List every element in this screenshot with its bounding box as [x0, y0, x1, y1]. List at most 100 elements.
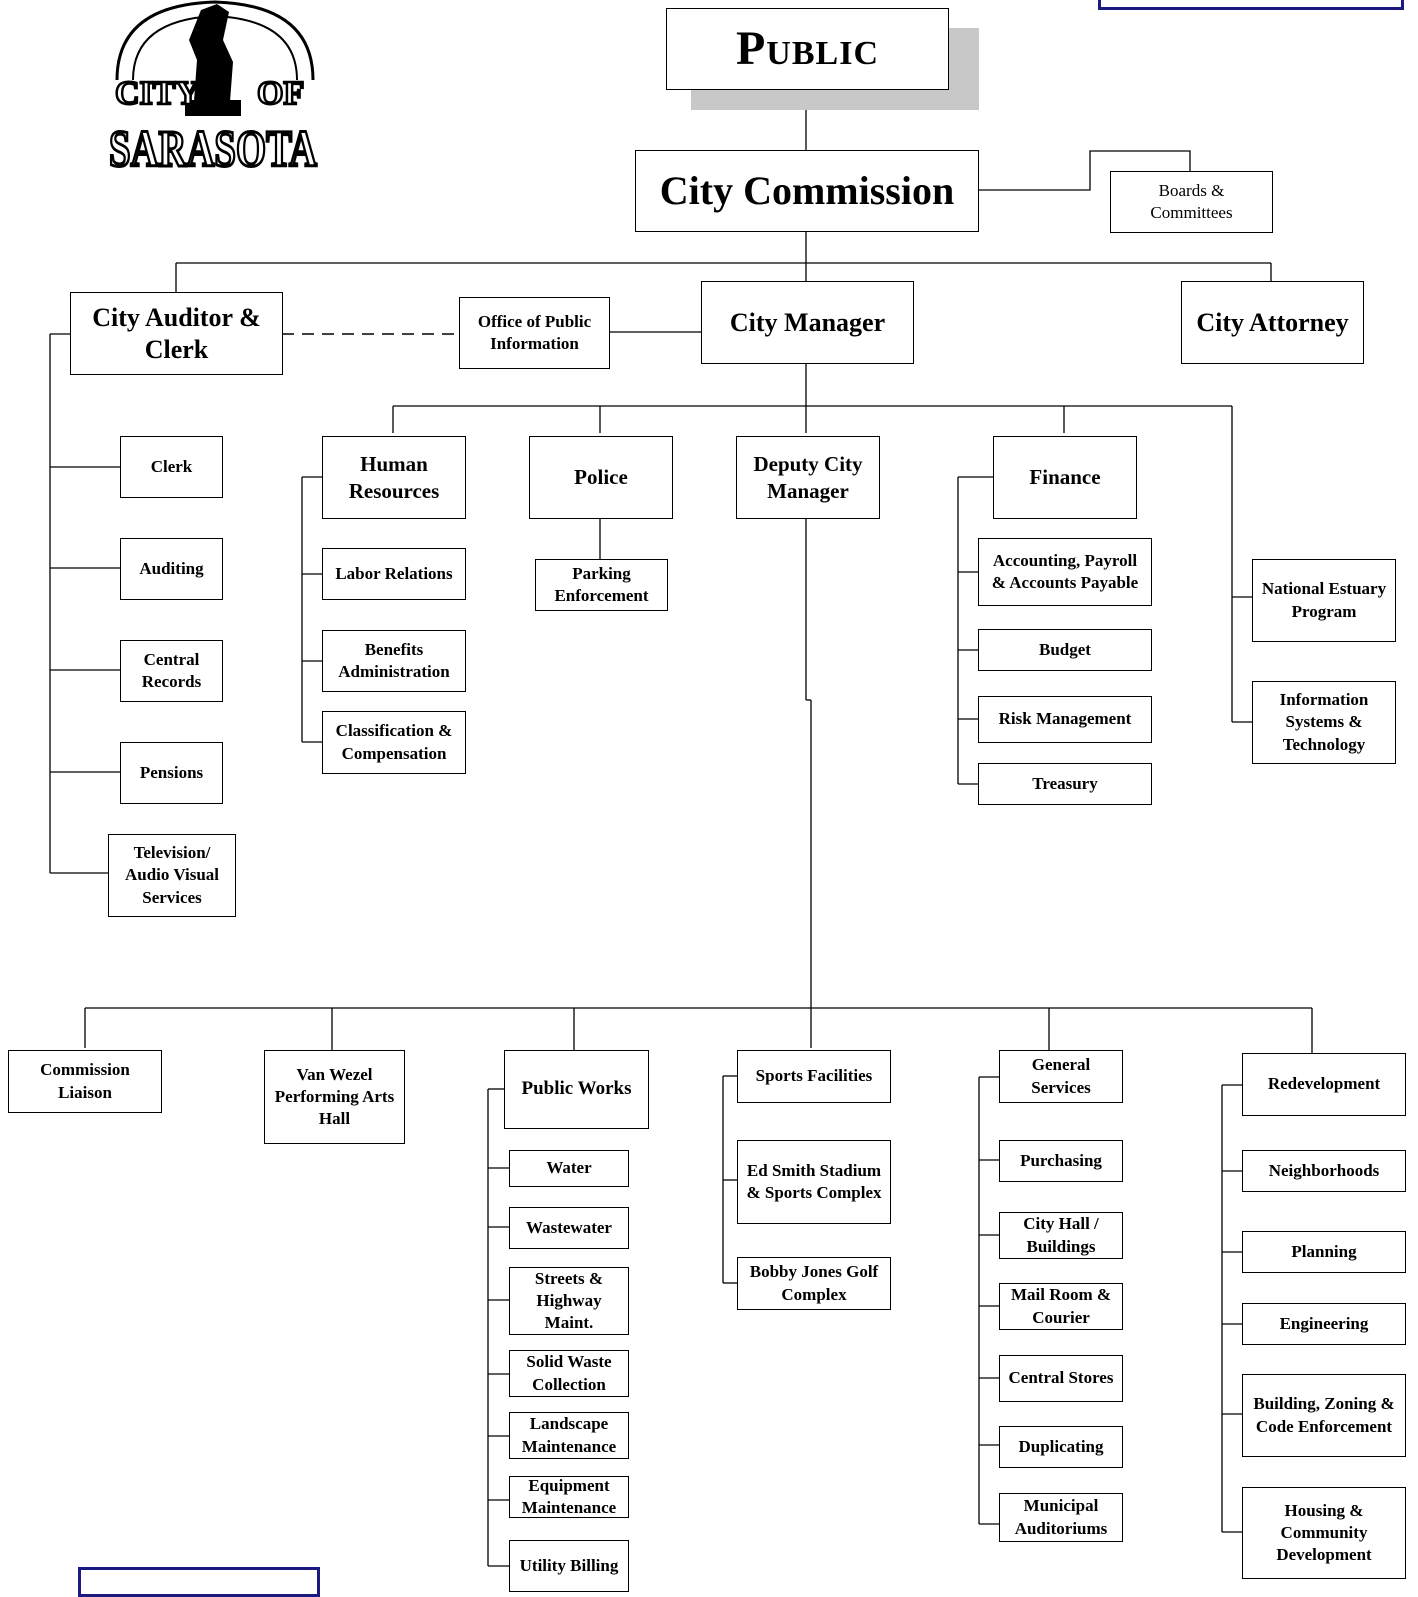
sports-unit-bobby-jones: Bobby Jones Golf Complex	[737, 1257, 891, 1310]
general-services-box: General Services	[999, 1050, 1123, 1103]
city-manager-box: City Manager	[701, 281, 914, 364]
sports-unit-label: Bobby Jones Golf Complex	[749, 1262, 879, 1304]
city-of-sarasota-logo: CITY OF SARASOTA	[108, 0, 319, 180]
auditor-unit-central-records: Central Records	[120, 640, 223, 702]
redev-unit-housing: Housing & Community Development	[1242, 1487, 1406, 1579]
city-auditor-clerk-label: City Auditor & Clerk	[92, 302, 261, 364]
commission-liaison-box: Commission Liaison	[8, 1050, 162, 1113]
city-auditor-clerk-box: City Auditor & Clerk	[70, 292, 283, 375]
pw-unit-streets-highway: Streets & Highway Maint.	[509, 1267, 629, 1335]
sports-unit-label: Ed Smith Stadium & Sports Complex	[746, 1160, 882, 1202]
right-unit-label: National Estuary Program	[1261, 579, 1387, 621]
redevelopment-box: Redevelopment	[1242, 1053, 1406, 1116]
gs-unit-label: Municipal Auditoriums	[1014, 1496, 1108, 1538]
logo-text-city: CITY	[115, 75, 200, 112]
auditor-unit-pensions: Pensions	[120, 742, 223, 804]
logo-text-sarasota: SARASOTA	[109, 121, 317, 178]
pw-unit-label: Solid Waste Collection	[526, 1352, 612, 1394]
redev-unit-building-zoning: Building, Zoning & Code Enforcement	[1242, 1374, 1406, 1457]
finance-unit-accounting-payroll: Accounting, Payroll & Accounts Payable	[978, 538, 1152, 606]
sports-facilities-box: Sports Facilities	[737, 1050, 891, 1103]
gs-unit-city-hall: City Hall / Buildings	[999, 1212, 1123, 1259]
finance-unit-label: Risk Management	[998, 709, 1132, 729]
note-frame-bottom-left	[78, 1567, 320, 1597]
pw-unit-label: Streets & Highway Maint.	[534, 1268, 604, 1333]
auditor-unit-clerk: Clerk	[120, 436, 223, 498]
finance-label: Finance	[1029, 465, 1101, 490]
auditor-unit-label: Pensions	[139, 762, 204, 782]
redevelopment-label: Redevelopment	[1267, 1074, 1381, 1094]
finance-unit-risk-management: Risk Management	[978, 696, 1152, 743]
boards-committees-box: Boards & Committees	[1110, 171, 1273, 233]
information-systems-technology-box: Information Systems & Technology	[1252, 681, 1396, 764]
finance-unit-label: Treasury	[1032, 773, 1098, 793]
public-box: Public	[666, 8, 949, 90]
gs-unit-municipal-auditoriums: Municipal Auditoriums	[999, 1493, 1123, 1542]
gs-unit-duplicating: Duplicating	[999, 1426, 1123, 1468]
redev-unit-label: Engineering	[1279, 1313, 1369, 1333]
pw-unit-equipment: Equipment Maintenance	[509, 1476, 629, 1518]
pw-unit-utility-billing: Utility Billing	[509, 1540, 629, 1592]
gs-unit-central-stores: Central Stores	[999, 1355, 1123, 1402]
pw-unit-label: Equipment Maintenance	[521, 1475, 617, 1517]
hr-unit-label: Benefits Administration	[338, 639, 450, 681]
van-wezel-label: Van Wezel Performing Arts Hall	[274, 1064, 395, 1129]
hr-unit-labor-relations: Labor Relations	[322, 548, 466, 600]
office-public-information-box: Office of Public Information	[459, 297, 610, 369]
logo-text-of: OF	[257, 75, 304, 112]
right-unit-label: Information Systems & Technology	[1279, 690, 1369, 754]
finance-box: Finance	[993, 436, 1137, 519]
redev-unit-engineering: Engineering	[1242, 1303, 1406, 1345]
human-resources-box: Human Resources	[322, 436, 466, 519]
public-label: Public	[735, 21, 879, 75]
redev-unit-label: Neighborhoods	[1268, 1160, 1380, 1180]
city-attorney-label: City Attorney	[1196, 307, 1349, 337]
city-attorney-box: City Attorney	[1181, 281, 1364, 364]
commission-liaison-label: Commission Liaison	[40, 1060, 130, 1102]
redev-unit-neighborhoods: Neighborhoods	[1242, 1150, 1406, 1192]
gs-unit-label: Duplicating	[1018, 1436, 1104, 1456]
pw-unit-solid-waste: Solid Waste Collection	[509, 1350, 629, 1397]
police-label: Police	[574, 465, 628, 490]
office-public-information-label: Office of Public Information	[477, 311, 592, 353]
pw-unit-label: Utility Billing	[519, 1555, 619, 1575]
public-works-box: Public Works	[504, 1050, 649, 1129]
finance-unit-label: Accounting, Payroll & Accounts Payable	[991, 550, 1139, 592]
redev-unit-label: Housing & Community Development	[1276, 1500, 1372, 1565]
redev-unit-label: Building, Zoning & Code Enforcement	[1253, 1394, 1395, 1436]
hr-unit-classification-compensation: Classification & Compensation	[322, 711, 466, 774]
pw-unit-landscape: Landscape Maintenance	[509, 1412, 629, 1459]
hr-unit-label: Classification & Compensation	[335, 721, 453, 763]
finance-unit-label: Budget	[1039, 639, 1091, 659]
gs-unit-mail-room: Mail Room & Courier	[999, 1283, 1123, 1330]
gs-unit-label: Mail Room & Courier	[1010, 1285, 1112, 1327]
sports-facilities-label: Sports Facilities	[755, 1066, 873, 1086]
gs-unit-label: City Hall / Buildings	[1023, 1214, 1099, 1256]
boards-committees-label: Boards & Committees	[1150, 180, 1233, 222]
auditor-unit-auditing: Auditing	[120, 538, 223, 600]
deputy-city-manager-box: Deputy City Manager	[736, 436, 880, 519]
pw-unit-label: Water	[546, 1158, 592, 1178]
pw-unit-water: Water	[509, 1150, 629, 1187]
sports-unit-ed-smith: Ed Smith Stadium & Sports Complex	[737, 1140, 891, 1224]
auditor-unit-television-av: Television/ Audio Visual Services	[108, 834, 236, 917]
redev-unit-label: Planning	[1291, 1241, 1357, 1261]
hr-unit-label: Labor Relations	[335, 563, 453, 583]
pw-unit-label: Wastewater	[526, 1217, 612, 1237]
city-manager-label: City Manager	[729, 307, 886, 337]
city-commission-box: City Commission	[635, 150, 979, 232]
police-unit-label: Parking Enforcement	[554, 563, 649, 605]
gs-unit-purchasing: Purchasing	[999, 1140, 1123, 1182]
gs-unit-label: Purchasing	[1020, 1150, 1102, 1170]
pw-unit-label: Landscape Maintenance	[521, 1414, 617, 1456]
auditor-unit-label: Television/ Audio Visual Services	[124, 843, 219, 907]
police-box: Police	[529, 436, 673, 519]
finance-unit-treasury: Treasury	[978, 763, 1152, 805]
public-works-label: Public Works	[521, 1078, 632, 1100]
pw-unit-wastewater: Wastewater	[509, 1207, 629, 1249]
note-frame-top-right	[1098, 0, 1404, 10]
redev-unit-planning: Planning	[1242, 1231, 1406, 1273]
auditor-unit-label: Auditing	[139, 558, 204, 578]
city-commission-label: City Commission	[659, 168, 955, 213]
